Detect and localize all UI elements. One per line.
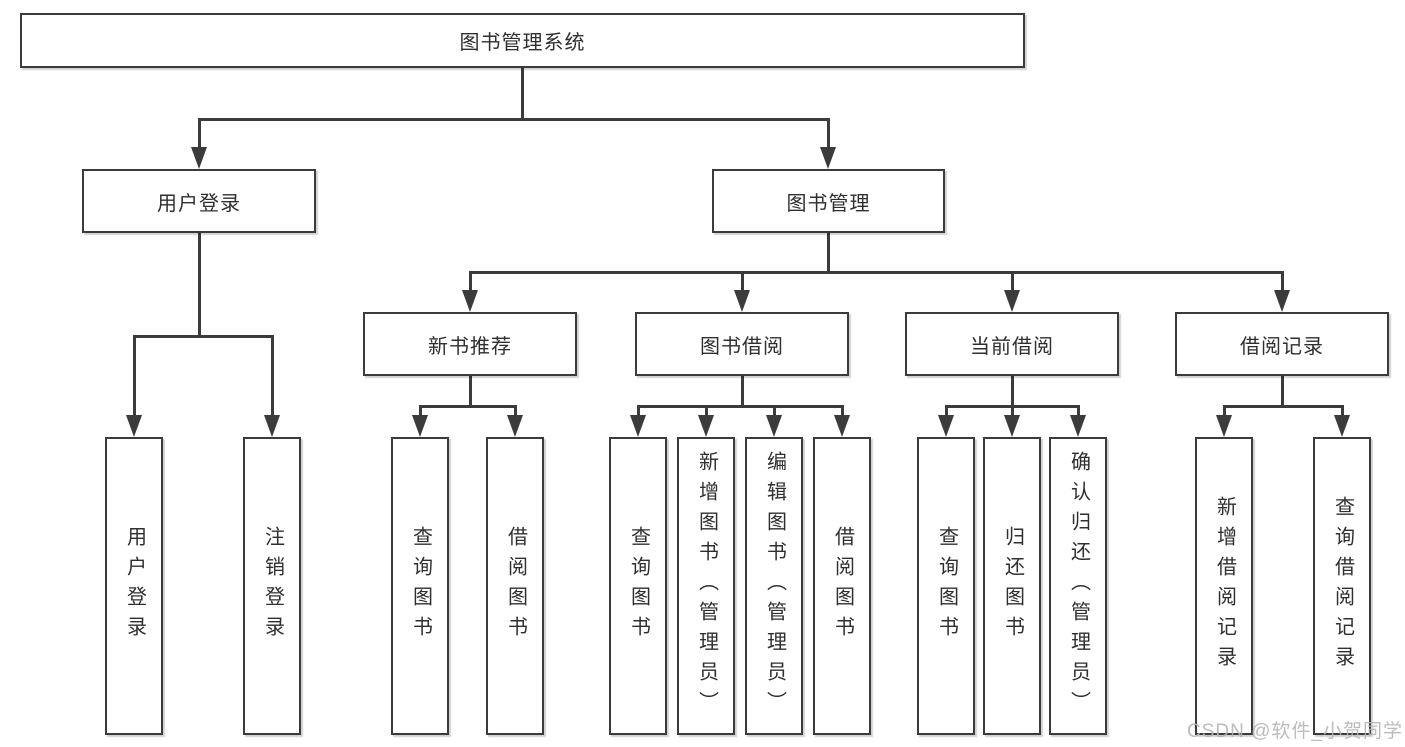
connector-line [1224,405,1343,408]
arrowhead-down-icon [820,147,836,169]
arrowhead-down-icon [938,415,954,437]
connector-line [198,118,201,150]
connector-line [1011,376,1014,407]
connector-line [638,405,843,408]
connector-line [419,405,422,418]
leaf-borrowing-add-books-admin: 新增图书（管理员） [677,437,735,735]
leaf-borrowing-edit-books-admin: 编辑图书（管理员） [745,437,803,735]
node-label: 新书推荐 [428,335,512,358]
connector-line [841,405,844,418]
arrowhead-down-icon [1334,415,1350,437]
connector-line [469,376,472,407]
leaf-recommend-query-books: 查询图书 [391,437,449,735]
watermark: CSDN @软件_小贺同学 [1187,721,1403,742]
leaf-borrowing-borrow-books: 借阅图书 [813,437,871,735]
node-label: 查询图书 [935,526,958,646]
node-label: 查询图书 [409,526,432,646]
leaf-current-confirm-return-admin: 确认归还（管理员） [1049,437,1107,735]
connector-line [134,335,273,338]
connector-line [469,271,472,293]
node-label: 用户登录 [157,192,241,215]
node-label: 查询图书 [627,526,650,646]
arrowhead-down-icon [1004,415,1020,437]
connector-line [773,405,776,418]
node-book-borrowing: 图书借阅 [635,312,849,376]
leaf-user-login: 用户登录 [105,437,163,735]
connector-line [705,405,708,418]
arrowhead-down-icon [734,290,750,312]
node-label: 借阅记录 [1240,335,1324,358]
node-borrow-records: 借阅记录 [1175,312,1389,376]
arrowhead-down-icon [1216,415,1232,437]
arrowhead-down-icon [462,290,478,312]
connector-line [741,271,744,293]
leaf-current-query-books: 查询图书 [917,437,975,735]
connector-line [198,118,829,121]
connector-line [1011,405,1014,418]
connector-line [945,405,948,418]
leaf-records-query-borrow-record: 查询借阅记录 [1313,437,1371,735]
node-label: 图书借阅 [700,335,784,358]
node-current-borrowing: 当前借阅 [905,312,1119,376]
arrowhead-down-icon [698,415,714,437]
node-label: 注销登录 [261,526,284,646]
arrowhead-down-icon [834,415,850,437]
connector-line [637,405,640,418]
leaf-borrowing-query-books: 查询图书 [609,437,667,735]
connector-line [1223,405,1226,418]
connector-line [133,335,136,418]
arrowhead-down-icon [126,415,142,437]
leaf-recommend-borrow-books: 借阅图书 [486,437,544,735]
arrowhead-down-icon [507,415,523,437]
node-book-management-system: 图书管理系统 [20,13,1025,68]
connector-line [514,405,517,418]
node-label: 用户登录 [123,526,146,646]
connector-line [827,118,830,150]
connector-line [1281,271,1284,293]
connector-line [271,335,274,418]
node-label: 确认归还（管理员） [1067,451,1090,721]
connector-line [198,233,201,337]
node-label: 借阅图书 [831,526,854,646]
leaf-records-add-borrow-record: 新增借阅记录 [1195,437,1253,735]
connector-line [1011,271,1014,293]
connector-line [521,66,524,120]
node-user-login: 用户登录 [82,169,316,233]
connector-line [1077,405,1080,418]
connector-line [827,233,830,273]
arrowhead-down-icon [630,415,646,437]
node-label: 归还图书 [1001,526,1024,646]
arrowhead-down-icon [264,415,280,437]
node-label: 借阅图书 [504,526,527,646]
connector-line [1281,376,1284,407]
node-label: 新增借阅记录 [1213,496,1236,676]
arrowhead-down-icon [412,415,428,437]
arrowhead-down-icon [1274,290,1290,312]
connector-line [1341,405,1344,418]
connector-line [741,376,744,407]
arrowhead-down-icon [191,147,207,169]
node-new-book-recommend: 新书推荐 [363,312,577,376]
node-label: 查询借阅记录 [1331,496,1354,676]
connector-line [420,405,516,408]
connector-line [470,271,1283,274]
arrowhead-down-icon [766,415,782,437]
node-label: 图书管理 [786,192,871,215]
arrowhead-down-icon [1004,290,1020,312]
leaf-current-return-books: 归还图书 [983,437,1041,735]
node-label: 新增图书（管理员） [695,451,718,721]
node-label: 图书管理系统 [459,32,586,54]
node-label: 当前借阅 [970,335,1054,358]
arrowhead-down-icon [1070,415,1086,437]
node-book-management: 图书管理 [712,169,945,233]
node-label: 编辑图书（管理员） [763,451,786,721]
leaf-logout: 注销登录 [243,437,301,735]
